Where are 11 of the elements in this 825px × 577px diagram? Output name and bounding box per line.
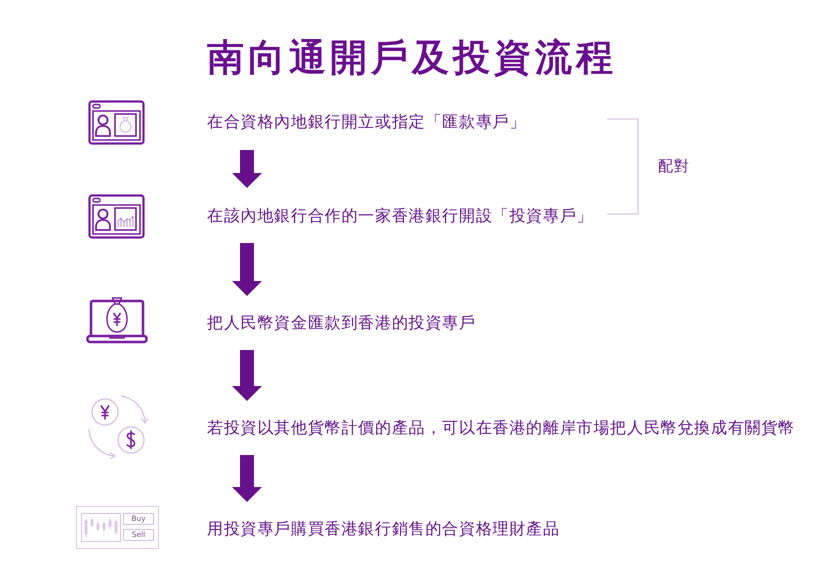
- down-arrow: [232, 455, 262, 502]
- pair-note: 配對: [658, 156, 690, 176]
- step-text: 用投資專戶購買香港銀行銷售的合資格理財產品: [207, 502, 560, 543]
- step-text: 把人民幣資金匯款到香港的投資專戶: [207, 296, 476, 350]
- step-text: 在合資格內地銀行開立或指定「匯款專戶」: [207, 108, 526, 150]
- step-text: 在該內地銀行合作的一家香港銀行開設「投資專戶」: [207, 188, 594, 243]
- down-arrow: [232, 350, 262, 401]
- down-arrow: [232, 243, 262, 296]
- down-arrow: [232, 150, 262, 188]
- title: 南向通開戶及投資流程: [207, 35, 617, 81]
- step-text: 若投資以其他貨幣計價的產品，可以在香港的離岸市場把人民幣兌換成有關貨幣: [207, 401, 795, 455]
